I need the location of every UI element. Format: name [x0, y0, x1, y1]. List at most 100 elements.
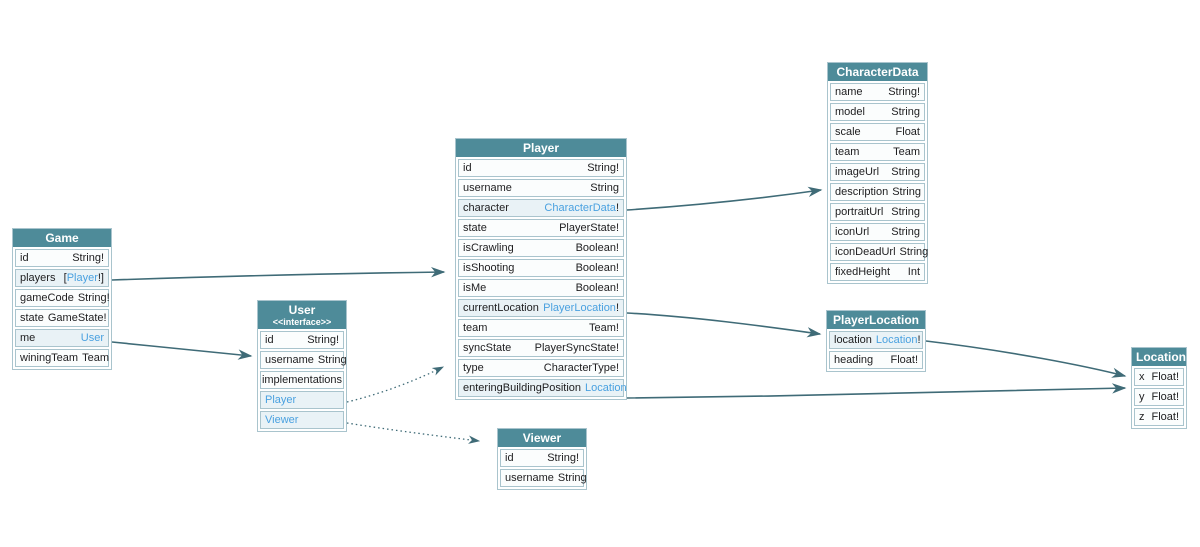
field-name: imageUrl	[835, 166, 880, 178]
field-type: PlayerSyncState!	[534, 342, 619, 354]
field-type[interactable]: CharacterData!	[544, 202, 619, 214]
entity-header-viewer[interactable]: Viewer	[498, 429, 586, 447]
field-name: winingTeam	[20, 352, 79, 364]
field-row-user-viewer[interactable]: Viewer	[260, 411, 344, 429]
field-row-game-id[interactable]: id String!	[15, 249, 109, 267]
field-type: Float!	[1151, 391, 1179, 403]
entity-title: Location	[1136, 350, 1186, 364]
field-name: gameCode	[20, 292, 74, 304]
type-link[interactable]: Location	[875, 334, 918, 346]
field-name: team	[463, 322, 488, 334]
field-type[interactable]: [Player!]	[63, 272, 104, 284]
type-link[interactable]: Location	[585, 382, 627, 394]
field-row-player-character[interactable]: character CharacterData!	[458, 199, 624, 217]
entity-title: CharacterData	[836, 65, 919, 79]
entity-header-location[interactable]: Location	[1132, 348, 1186, 366]
entity-header-user[interactable]: User<<interface>>	[258, 301, 346, 329]
field-row-game-players[interactable]: players[Player!]	[15, 269, 109, 287]
edge-player-currentlocation-to-playerlocation	[626, 312, 822, 338]
entity-header-characterdata[interactable]: CharacterData	[828, 63, 927, 81]
field-type: CharacterType!	[543, 362, 619, 374]
field-name: username	[463, 182, 512, 194]
field-name: username	[265, 354, 314, 366]
entity-title: Player	[522, 141, 560, 155]
field-type[interactable]: Location	[585, 380, 627, 396]
edge-player-character-to-characterdata	[626, 186, 823, 211]
field-row-player-team[interactable]: team Team!	[458, 319, 624, 337]
field-name: implementations	[261, 374, 343, 386]
entity-header-player[interactable]: Player	[456, 139, 626, 157]
type-link[interactable]: CharacterData	[544, 202, 616, 214]
field-name: state	[20, 312, 44, 324]
field-name: syncState	[463, 342, 512, 354]
field-row-player-syncstate[interactable]: syncState PlayerSyncState!	[458, 339, 624, 357]
field-type: Team!	[589, 322, 619, 334]
type-link[interactable]: Player	[66, 272, 98, 284]
edge-user-player-implementation	[346, 366, 445, 403]
entity-header-playerlocation[interactable]: PlayerLocation	[827, 311, 925, 329]
field-name: isMe	[463, 282, 487, 294]
field-row-user-implementations[interactable]: implementations	[260, 371, 344, 389]
type-link[interactable]: User	[80, 332, 104, 344]
implementation-link[interactable]: Viewer	[265, 414, 299, 426]
field-row-user-player[interactable]: Player	[260, 391, 344, 409]
implementation-link[interactable]: Player	[265, 394, 297, 406]
field-row-location-y[interactable]: y Float!	[1134, 388, 1184, 406]
field-name: character	[463, 202, 509, 214]
field-type: PlayerState!	[559, 222, 619, 234]
field-name: z	[1139, 411, 1145, 423]
entity-header-game[interactable]: Game	[13, 229, 111, 247]
field-type[interactable]: User	[81, 330, 104, 346]
field-name: fixedHeight	[835, 266, 891, 278]
field-type: String!	[72, 252, 104, 264]
field-type: Team	[82, 352, 109, 364]
type-link[interactable]: PlayerLocation	[543, 302, 616, 314]
field-type[interactable]: PlayerLocation!	[543, 302, 619, 314]
field-name: id	[20, 252, 29, 264]
entity-title: Game	[45, 231, 79, 245]
field-name: y	[1139, 391, 1145, 403]
field-type: String	[317, 354, 347, 366]
field-type: String!	[547, 452, 579, 464]
field-type[interactable]: Location!	[875, 334, 921, 346]
